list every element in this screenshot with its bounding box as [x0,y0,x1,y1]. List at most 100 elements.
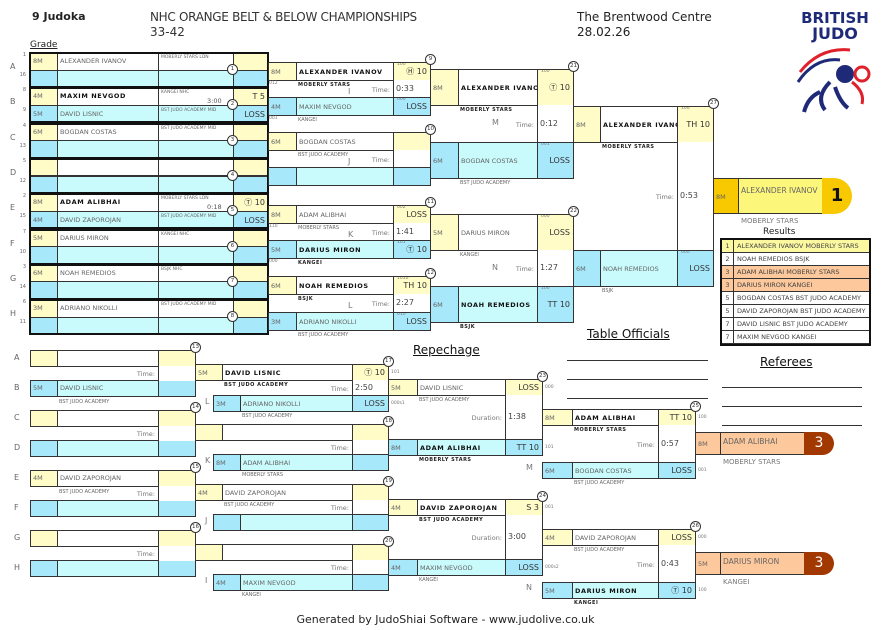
competitor-name[interactable]: ADAM ALIBHAI [296,205,394,224]
score-code: 002 [397,205,406,210]
time-label: Time: [371,85,390,94]
match-number-badge: 11 [425,197,436,208]
competitor-name[interactable] [57,500,159,517]
score-value: LOSS [549,228,570,237]
result-code: 001 [698,468,707,473]
club-label: BST JUDO ACADEMY [59,399,110,405]
score-code: 010 [397,312,406,317]
time-box [352,440,389,454]
competitor-name[interactable]: ADAM ALIBHAI [240,454,353,471]
competitor-name[interactable] [222,544,353,561]
grade-cell: 3M [268,312,297,331]
competitor-name[interactable] [57,440,159,457]
competitor-name[interactable]: ADRIANO NIKOLLI [296,312,394,331]
score-cell [158,500,196,517]
club-label: BST JUDO ACADEMY [298,332,349,338]
match-number-badge: 4 [227,169,238,181]
competitor-name[interactable]: ALEXANDER IVANOV [458,69,538,106]
competitor-name[interactable]: ADAM ALIBHAI [572,409,659,426]
result-place: 2 [722,253,734,265]
match-number-badge: 24 [537,491,548,502]
grade-cell: 5M [195,364,223,381]
time-box [393,150,431,167]
time-box [505,395,543,439]
grade-cell: 8M [268,62,297,81]
score-value: LOSS [689,264,710,273]
referee-signature-line [722,406,862,407]
competitor-name[interactable]: DARIUS MIRON [572,582,659,599]
club-label: BST JUDO ACADEMY [574,480,625,486]
competitor-name[interactable] [296,167,394,186]
time-box [158,366,196,381]
competitor-name[interactable]: DARIUS MIRON [296,240,394,259]
time-label: Time: [136,370,155,378]
score-cell [158,380,196,397]
competitor-name[interactable]: ALEXANDER IVANOV [600,106,678,143]
grade-cell [30,500,58,517]
competitor-name[interactable]: MAXIM NEVGOD [296,97,394,116]
pool-letter: D [10,167,17,177]
competitor-name[interactable] [57,410,159,427]
competitor-name[interactable]: NOAH REMEDIOS [458,286,538,323]
medalist-club: MOBERLY STARS [723,458,781,466]
score-code: 1010 [397,276,409,281]
medalist-name: ALEXANDER IVANOV [738,178,823,214]
competitor-name[interactable]: DAVID LISNIC [417,379,506,396]
time-box [158,426,196,441]
competitor-name[interactable] [57,560,159,577]
club-label: BST JUDO ACADEMY [224,382,289,388]
contest-label: J [348,157,351,166]
competitor-name[interactable] [57,530,159,547]
score-code: 100 [681,106,690,111]
match-number-badge: 15 [190,462,201,473]
competitor-name[interactable]: DAVID ZAPOROJAN [572,529,659,546]
competitor-name[interactable] [222,424,353,441]
competitor-name[interactable]: DAVID LISNIC [57,380,159,397]
entry-code: 000 [269,259,278,264]
competitor-name[interactable]: BOGDAN COSTAS [296,132,394,151]
competitor-name[interactable]: DAVID ZAPOROJAN [222,484,353,501]
competitor-name[interactable] [240,514,353,531]
competitor-name[interactable]: DARIUS MIRON [458,214,538,251]
score-value: LOSS [244,109,265,119]
competitor-name[interactable]: MAXIM NEVGOD [240,574,353,591]
score-cell [352,484,389,501]
contest-label: L [348,301,353,310]
entry-code: 001 [269,116,278,121]
score-value: Ⓣ 10 [671,586,692,595]
score-cell [158,440,196,457]
competitor-name[interactable]: ALEXANDER IVANOV [296,62,394,81]
grade-cell: 5M [30,380,58,397]
competitor-name[interactable]: ADAM ALIBHAI [417,439,506,456]
table-officials-heading: Table Officials [587,327,670,341]
pool-letter: E [10,203,16,213]
result-code: 000 [545,385,554,390]
repechage-letter: G [14,533,21,542]
club-label: MOBERLY STARS [419,457,472,463]
match-number-badge: 27 [708,98,719,109]
competitor-name[interactable]: DAVID ZAPOROJAN [417,499,506,516]
competitor-name[interactable] [57,350,159,367]
score-value: Ⓗ 10 [406,67,427,76]
competitor-name[interactable]: ADRIANO NIKOLLI [240,395,353,412]
competitor-name[interactable]: NOAH REMEDIOS [600,250,678,287]
competitor-name[interactable]: BOGDAN COSTAS [572,462,659,479]
competitor-name[interactable]: NOAH REMEDIOS [296,276,394,295]
competitor-name[interactable]: DAVID ZAPOROJAN [57,470,159,487]
footer-credit: Generated by JudoShiai Software - www.ju… [296,613,595,626]
score-code: 100 [541,286,550,291]
competitor-name[interactable]: DAVID LISNIC [222,364,353,381]
seed-number: 3 [22,263,26,270]
result-code: 101 [545,445,554,450]
competitor-name[interactable]: BOGDAN COSTAS [458,142,538,179]
referee-signature-line [722,425,862,426]
competitor-name[interactable]: MAXIM NEVGOD [417,559,506,576]
result-code: 101 [391,370,400,375]
score-cell [158,350,196,367]
